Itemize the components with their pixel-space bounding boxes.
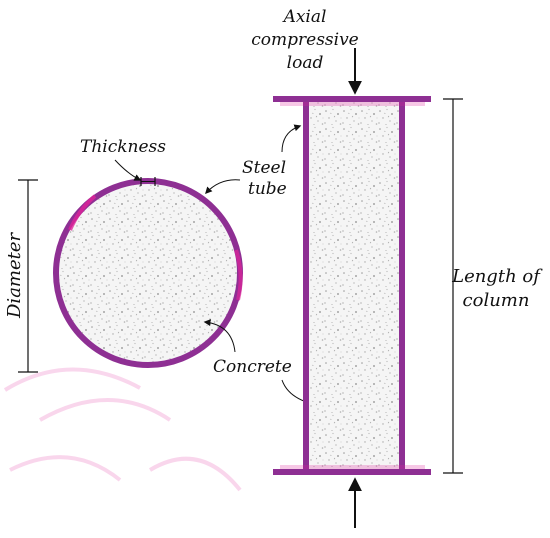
concrete-label: Concrete	[213, 357, 292, 377]
cross-section	[53, 177, 243, 368]
column-steel-wall-right	[399, 100, 405, 472]
steel-ring-highlight	[68, 194, 97, 231]
axial-load-label-line1: Axial	[282, 7, 327, 27]
faded-background-arcs	[3, 367, 242, 492]
length-label-line2: column	[463, 290, 530, 311]
length-dimension	[443, 98, 463, 474]
bottom-end-plate	[273, 469, 431, 475]
concrete-core-circle	[59, 184, 237, 362]
steel-label-line1: Steel	[242, 158, 286, 178]
concrete-leader-arrow-left	[203, 319, 236, 353]
column-concrete-core	[309, 101, 399, 471]
steel-leader-arrow-right	[281, 124, 302, 153]
diameter-dimension	[18, 179, 38, 373]
length-label-line1: Length of	[451, 266, 543, 287]
bottom-plate-highlight	[280, 465, 425, 469]
top-end-plate	[273, 96, 431, 102]
thickness-leader-arrow	[114, 159, 142, 181]
steel-leader-arrow-left	[205, 179, 241, 195]
column-steel-wall-left	[303, 100, 309, 472]
thickness-label: Thickness	[80, 137, 166, 157]
axial-load-label-line3: load	[287, 53, 324, 73]
top-plate-highlight	[280, 102, 425, 106]
axial-load-label-line2: compressive	[251, 30, 359, 50]
steel-label-line2: tube	[248, 179, 287, 199]
steel-ring-highlight-2	[234, 249, 243, 301]
column-elevation	[273, 96, 431, 475]
diameter-label: Diameter	[4, 231, 25, 319]
